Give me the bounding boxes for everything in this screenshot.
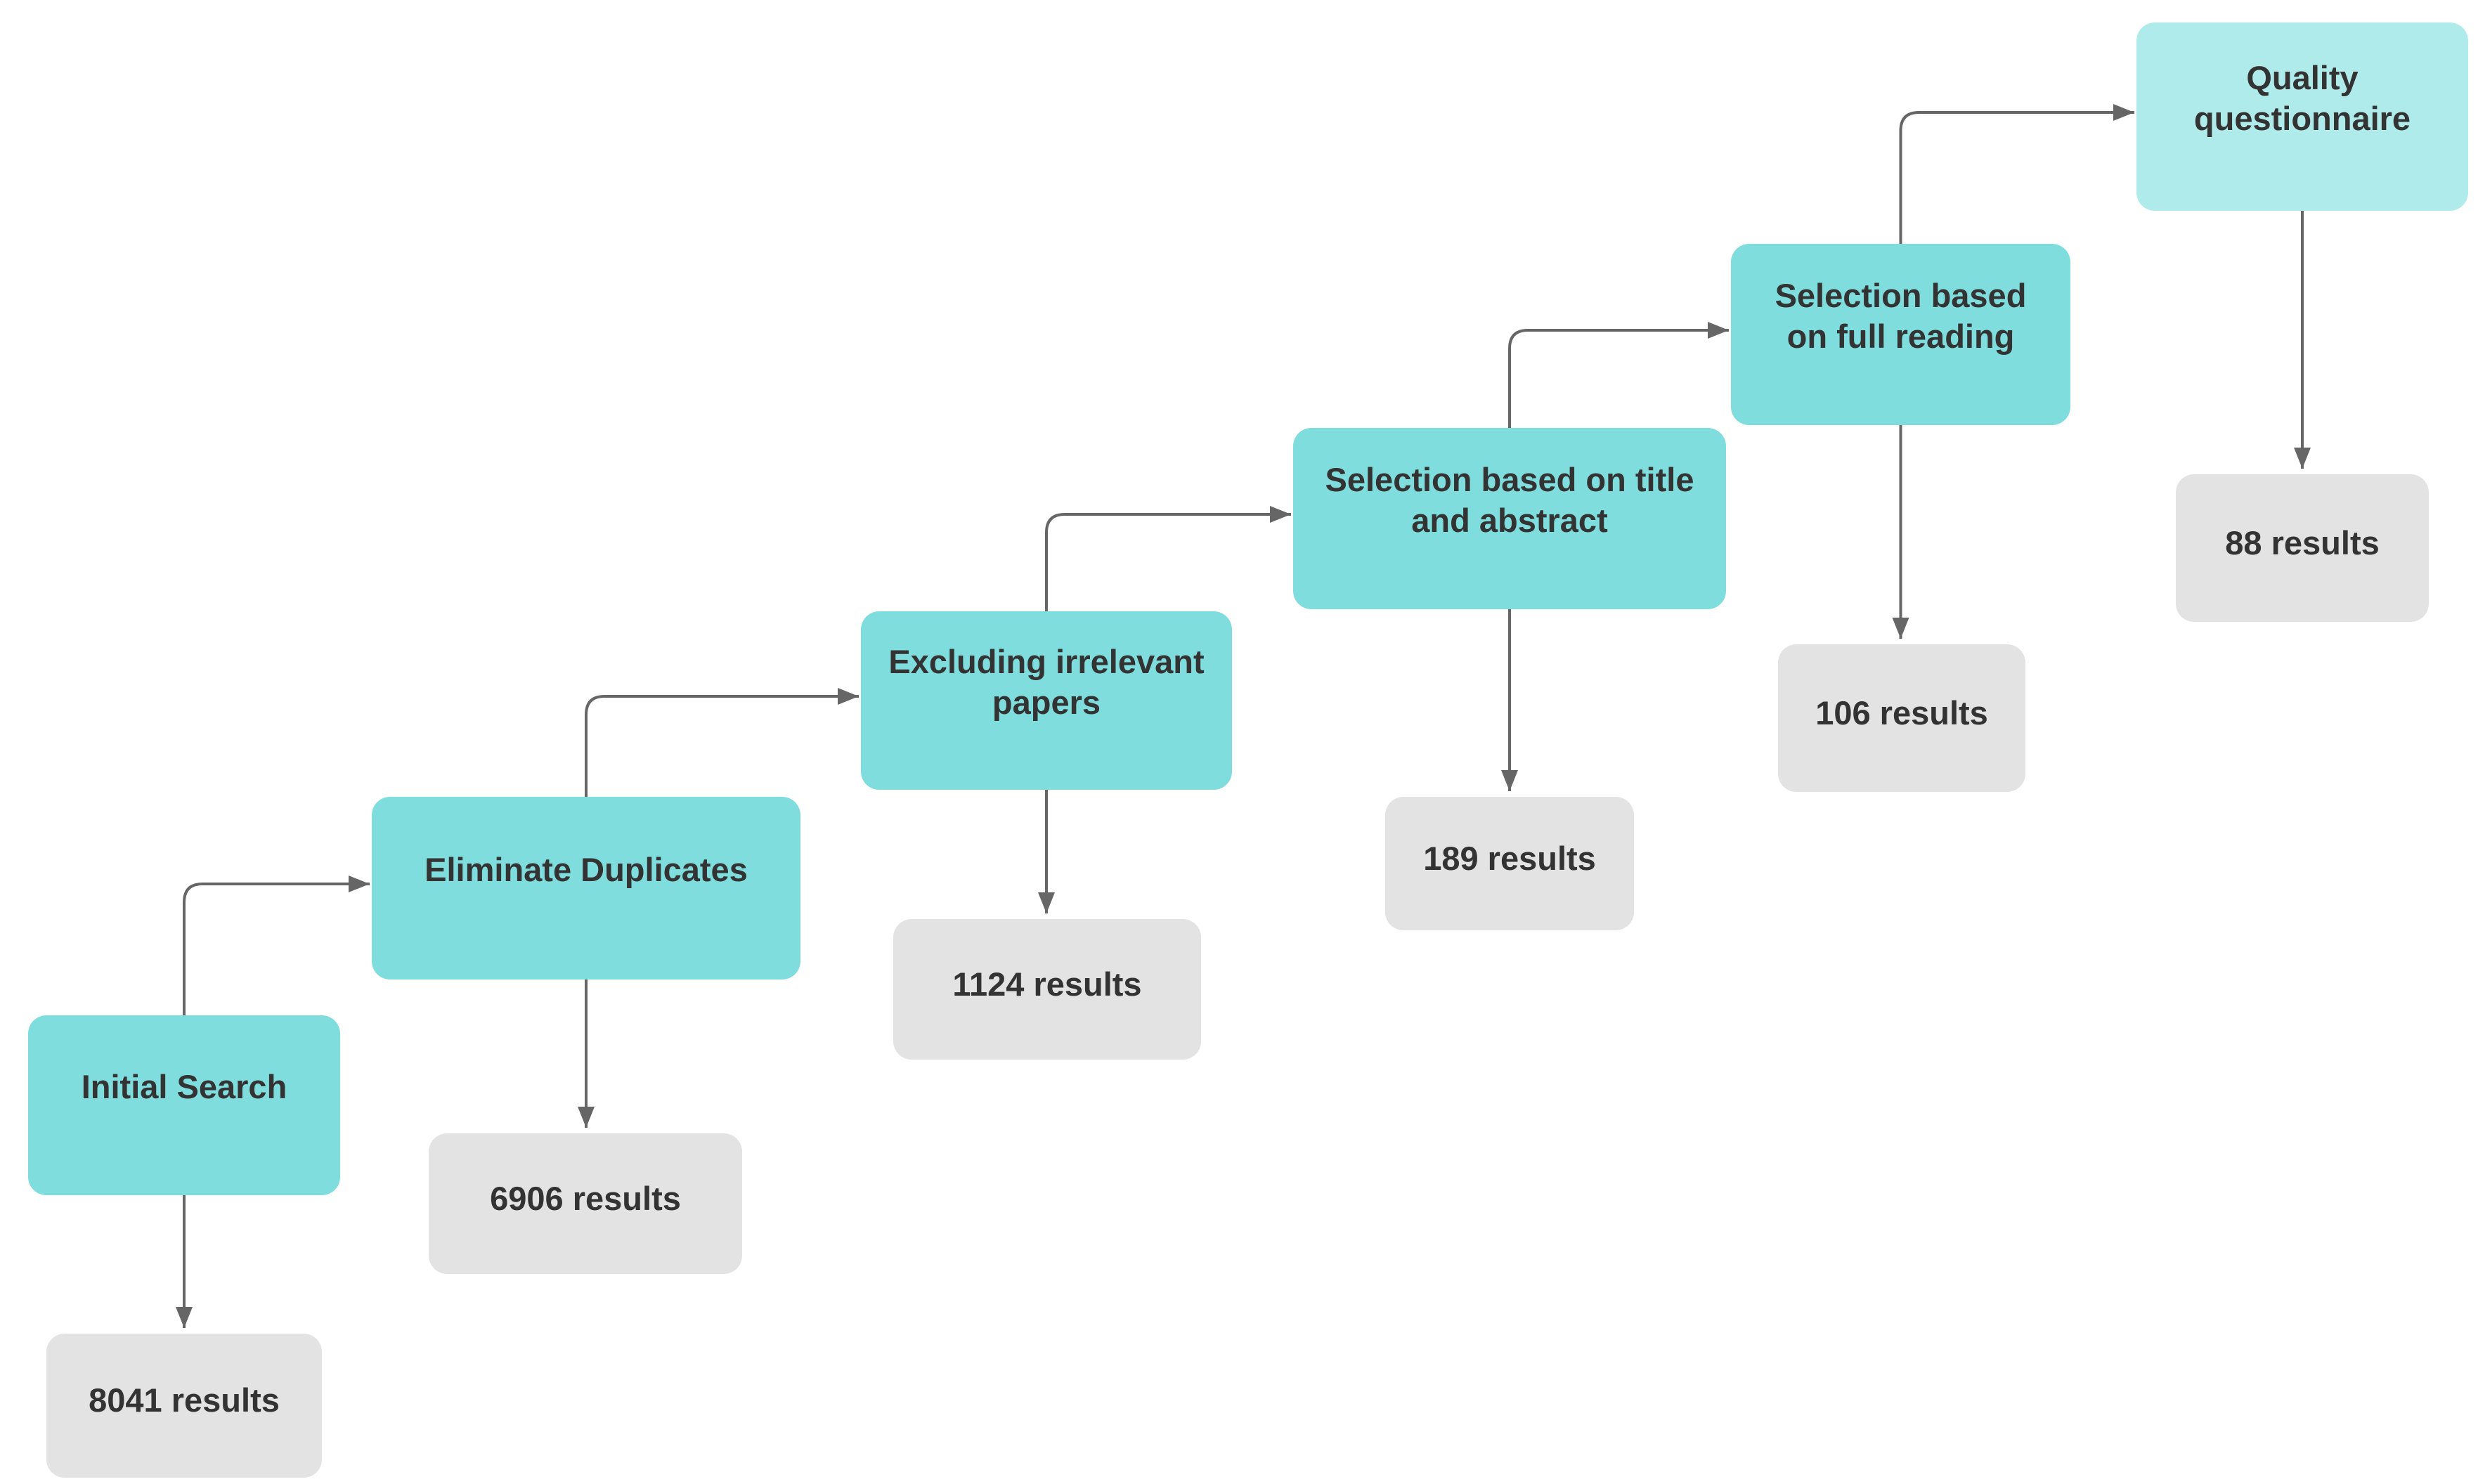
result-box: 8041 results (46, 1334, 322, 1478)
result-label: 106 results (1815, 694, 1988, 731)
result-box: 106 results (1778, 644, 2025, 792)
arrow-to-next-step (1508, 322, 1729, 429)
result-label: 1124 results (952, 965, 1142, 1003)
process-box: Eliminate Duplicates (372, 797, 800, 979)
result-label: 6906 results (490, 1179, 681, 1217)
result-label: 88 results (2225, 523, 2380, 561)
process-label: Selection based on title and abstract (1325, 460, 1694, 539)
process-label: Initial Search (81, 1067, 287, 1105)
result-box: 1124 results (893, 919, 1201, 1060)
process-box: Excluding irrelevant papers (861, 611, 1232, 790)
process-label: Selection based on full reading (1775, 276, 2027, 355)
arrow-to-next-step (183, 876, 370, 1017)
result-box: 6906 results (429, 1133, 742, 1274)
arrow-to-next-step (1899, 104, 2134, 245)
process-box: Selection based on title and abstract (1293, 428, 1726, 609)
process-box: Initial Search (28, 1015, 340, 1195)
arrow-to-next-step (585, 688, 859, 798)
result-box: 189 results (1385, 797, 1634, 930)
result-label: 189 results (1423, 839, 1596, 877)
process-box: Quality questionnaire (2136, 22, 2468, 211)
process-label: Eliminate Duplicates (424, 850, 748, 888)
result-label: 8041 results (89, 1381, 280, 1419)
result-box: 88 results (2176, 474, 2429, 622)
arrow-to-next-step (1045, 506, 1291, 613)
process-label: Excluding irrelevant papers (888, 642, 1205, 721)
process-label: Quality questionnaire (2193, 58, 2411, 137)
process-box: Selection based on full reading (1731, 244, 2070, 425)
